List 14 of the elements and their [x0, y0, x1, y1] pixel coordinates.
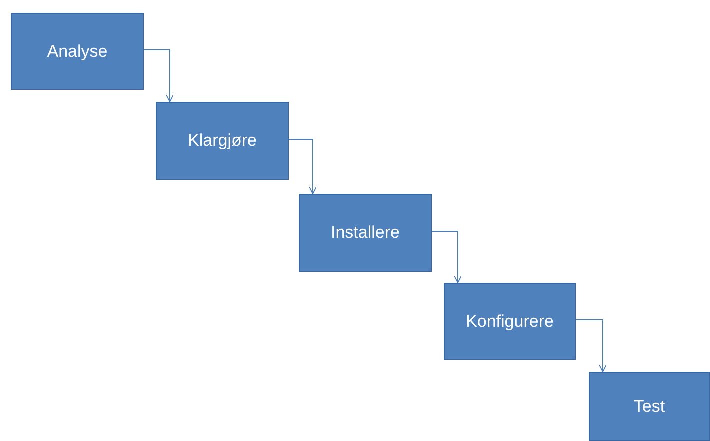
process-box	[156, 102, 289, 180]
process-box	[11, 13, 144, 90]
step-label: Konfigurere	[466, 312, 554, 332]
connector-arrow	[432, 230, 462, 284]
step-label: Test	[634, 396, 666, 416]
step-label: Installere	[331, 223, 400, 243]
process-box	[299, 194, 432, 272]
process-box	[444, 283, 576, 360]
connector-arrow	[288, 138, 317, 194]
process-box	[589, 372, 710, 441]
connector-arrow	[576, 319, 607, 372]
connector-arrow	[144, 49, 174, 102]
step-label: Klargjøre	[188, 131, 257, 151]
step-label: Analyse	[47, 42, 108, 62]
